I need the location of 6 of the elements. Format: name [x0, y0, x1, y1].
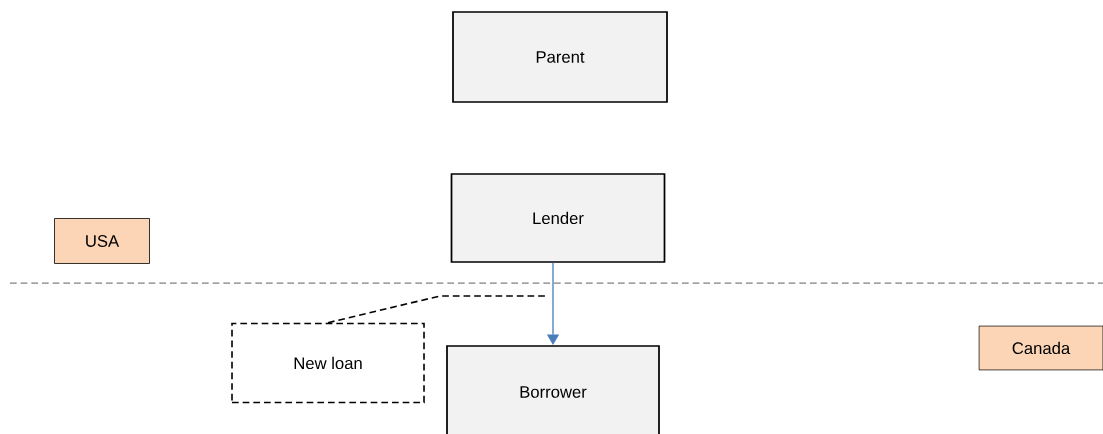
entity-box: Lender [450, 173, 666, 263]
country-tag: Canada [978, 325, 1103, 371]
entity-box: Parent [452, 11, 668, 103]
country-tag: USA [54, 218, 150, 264]
callout-box: New loan [231, 322, 425, 404]
entity-box: Borrower [446, 345, 660, 434]
